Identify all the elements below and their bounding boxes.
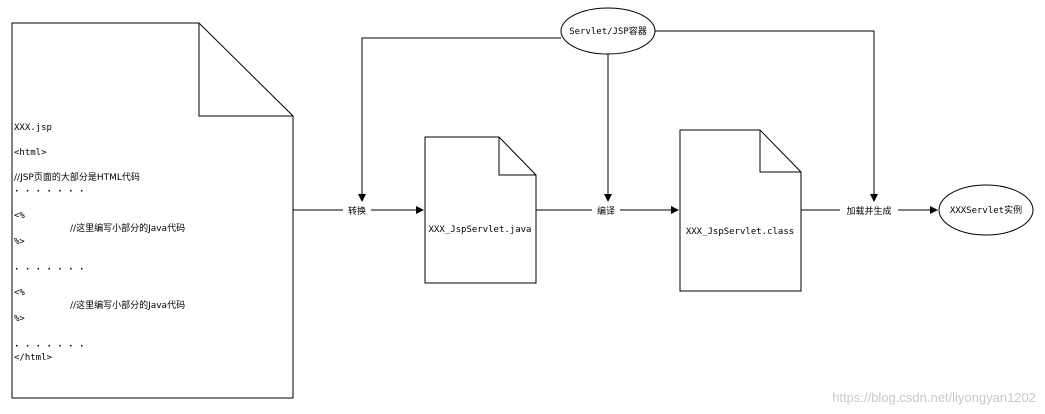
jsp-line-comment-java-1: //这里编写小部分的Java代码 (70, 222, 185, 234)
container-to-convert-edge (358, 37, 561, 202)
class-document: XXX_JspServlet.class (679, 129, 802, 292)
convert-edge-label-bg (343, 203, 371, 217)
jsp-line-html-close: </html> (14, 353, 53, 363)
jsp-line-ellipsis-1: · · · · · · · (14, 187, 84, 197)
compile-edge-label-bg (592, 203, 620, 217)
jsp-line-comment-java-2: //这里编写小部分的Java代码 (70, 299, 185, 311)
watermark: https://blog.csdn.net/liyongyan1202 (832, 390, 1036, 405)
jsp-line-filename: XXX.jsp (14, 123, 52, 133)
jsp-line-scriptlet-close-2: %> (14, 314, 25, 324)
load-edge-label-bg (840, 203, 898, 217)
jsp-line-ellipsis-2: · · · · · · · (14, 265, 84, 275)
instance-node: XXXServlet实例 (938, 184, 1034, 236)
convert-edge-label: 转换 (348, 205, 366, 217)
java-document-label: XXX_JspServlet.java (429, 225, 532, 235)
jsp-line-html-open: <html> (14, 148, 47, 158)
jsp-line-scriptlet-open-1: <% (14, 211, 25, 221)
jsp-line-ellipsis-3: · · · · · · · (14, 342, 84, 352)
compile-edge-label: 编译 (597, 205, 615, 217)
jsp-line-scriptlet-close-1: %> (14, 237, 25, 247)
class-document-label: XXX_JspServlet.class (686, 227, 794, 237)
container-label: Servlet/JSP容器 (569, 25, 647, 37)
container-to-load-edge (655, 30, 878, 202)
instance-label: XXXServlet实例 (950, 204, 1022, 216)
container-node: Servlet/JSP容器 (560, 7, 656, 55)
jsp-line-scriptlet-open-2: <% (14, 288, 25, 298)
jsp-line-comment-html: //JSP页面的大部分是HTML代码 (14, 171, 140, 183)
load-edge-label: 加载并生成 (846, 205, 891, 217)
java-document: XXX_JspServlet.java (424, 136, 537, 284)
jsp-document: XXX.jsp <html> //JSP页面的大部分是HTML代码 · · · … (11, 22, 294, 399)
